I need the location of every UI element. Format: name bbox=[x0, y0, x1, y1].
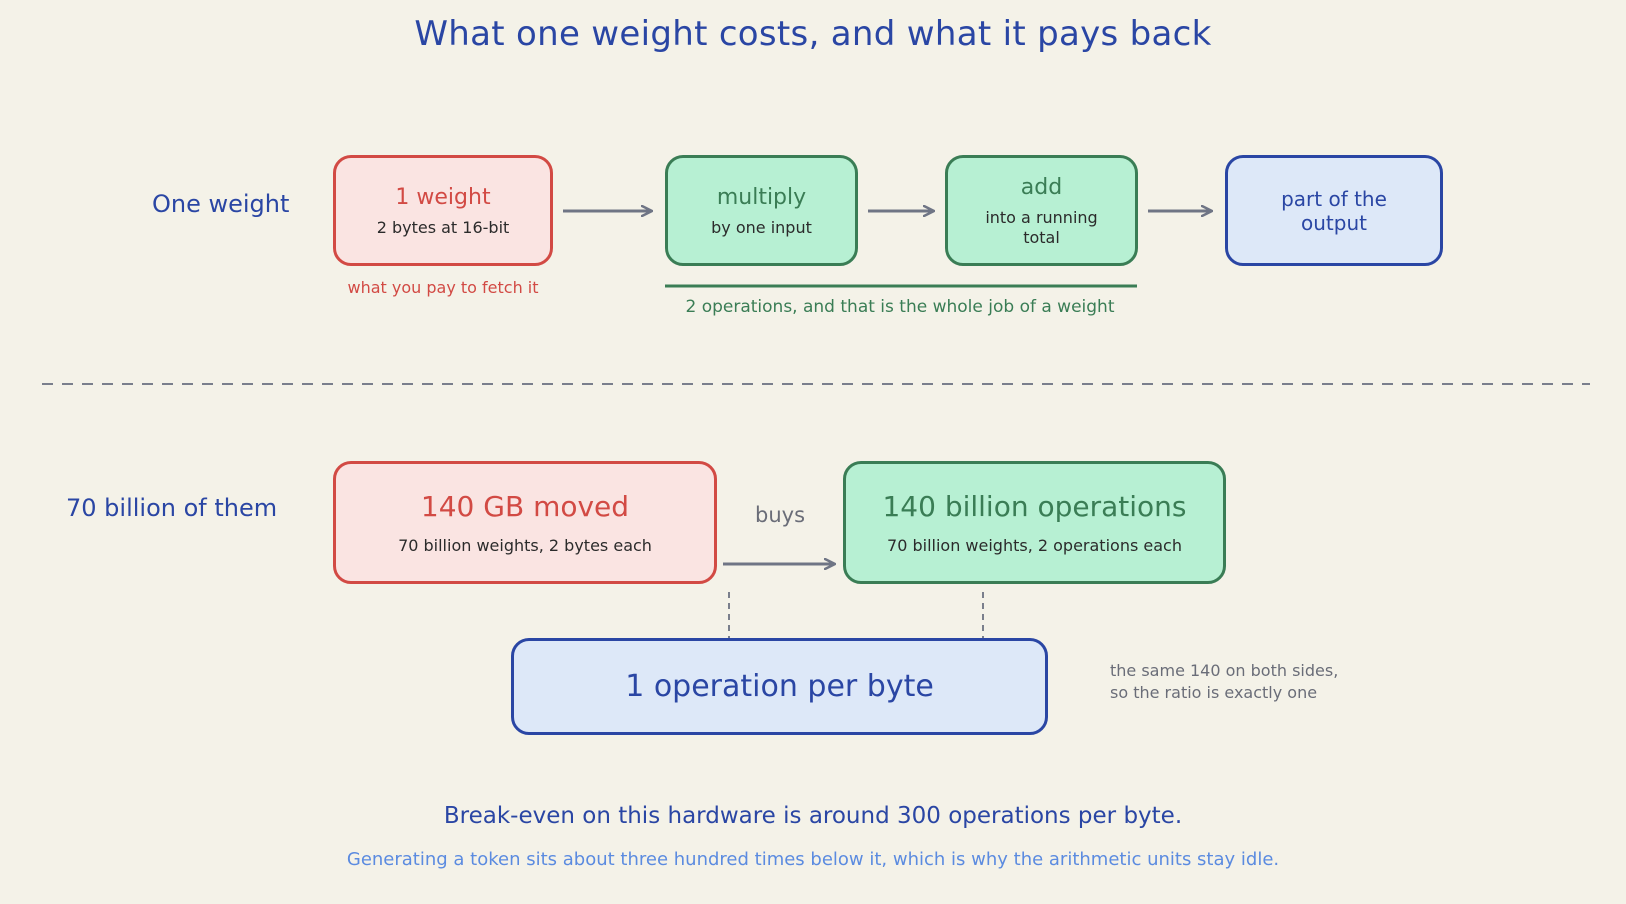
weight-box-title: 1 weight bbox=[395, 184, 491, 210]
multiply-box-title: multiply bbox=[716, 184, 807, 210]
operations-title: 140 billion operations bbox=[882, 489, 1187, 523]
page-title: What one weight costs, and what it pays … bbox=[414, 14, 1212, 54]
weight-cost-note: what you pay to fetch it bbox=[347, 278, 539, 297]
weight-box: 1 weight 2 bytes at 16-bit bbox=[333, 155, 553, 266]
row-label-seventy-billion: 70 billion of them bbox=[66, 494, 278, 522]
side-note-line-2: so the ratio is exactly one bbox=[1110, 683, 1318, 702]
side-note-line-1: the same 140 on both sides, bbox=[1110, 661, 1339, 680]
add-box-title: add bbox=[1020, 174, 1063, 200]
footer-explanation: Generating a token sits about three hund… bbox=[346, 849, 1280, 870]
multiply-box-sub: by one input bbox=[711, 217, 812, 237]
bytes-moved-box: 140 GB moved 70 billion weights, 2 bytes… bbox=[333, 461, 717, 584]
row-label-one-weight: One weight bbox=[152, 190, 290, 218]
add-box: add into a running total bbox=[945, 155, 1138, 266]
operations-sub: 70 billion weights, 2 operations each bbox=[887, 535, 1182, 555]
output-box-title: part of the output bbox=[1281, 186, 1387, 235]
bytes-moved-title: 140 GB moved bbox=[420, 489, 630, 523]
footer-break-even: Break-even on this hardware is around 30… bbox=[443, 803, 1183, 829]
operations-note: 2 operations, and that is the whole job … bbox=[685, 297, 1115, 317]
bytes-moved-sub: 70 billion weights, 2 bytes each bbox=[398, 535, 652, 555]
ratio-title: 1 operation per byte bbox=[625, 668, 934, 704]
buys-label: buys bbox=[755, 503, 806, 527]
add-box-sub: into a running total bbox=[985, 207, 1098, 247]
ratio-box: 1 operation per byte bbox=[511, 638, 1048, 735]
output-box: part of the output bbox=[1225, 155, 1443, 266]
multiply-box: multiply by one input bbox=[665, 155, 858, 266]
operations-box: 140 billion operations 70 billion weight… bbox=[843, 461, 1226, 584]
weight-box-sub: 2 bytes at 16-bit bbox=[376, 217, 510, 237]
